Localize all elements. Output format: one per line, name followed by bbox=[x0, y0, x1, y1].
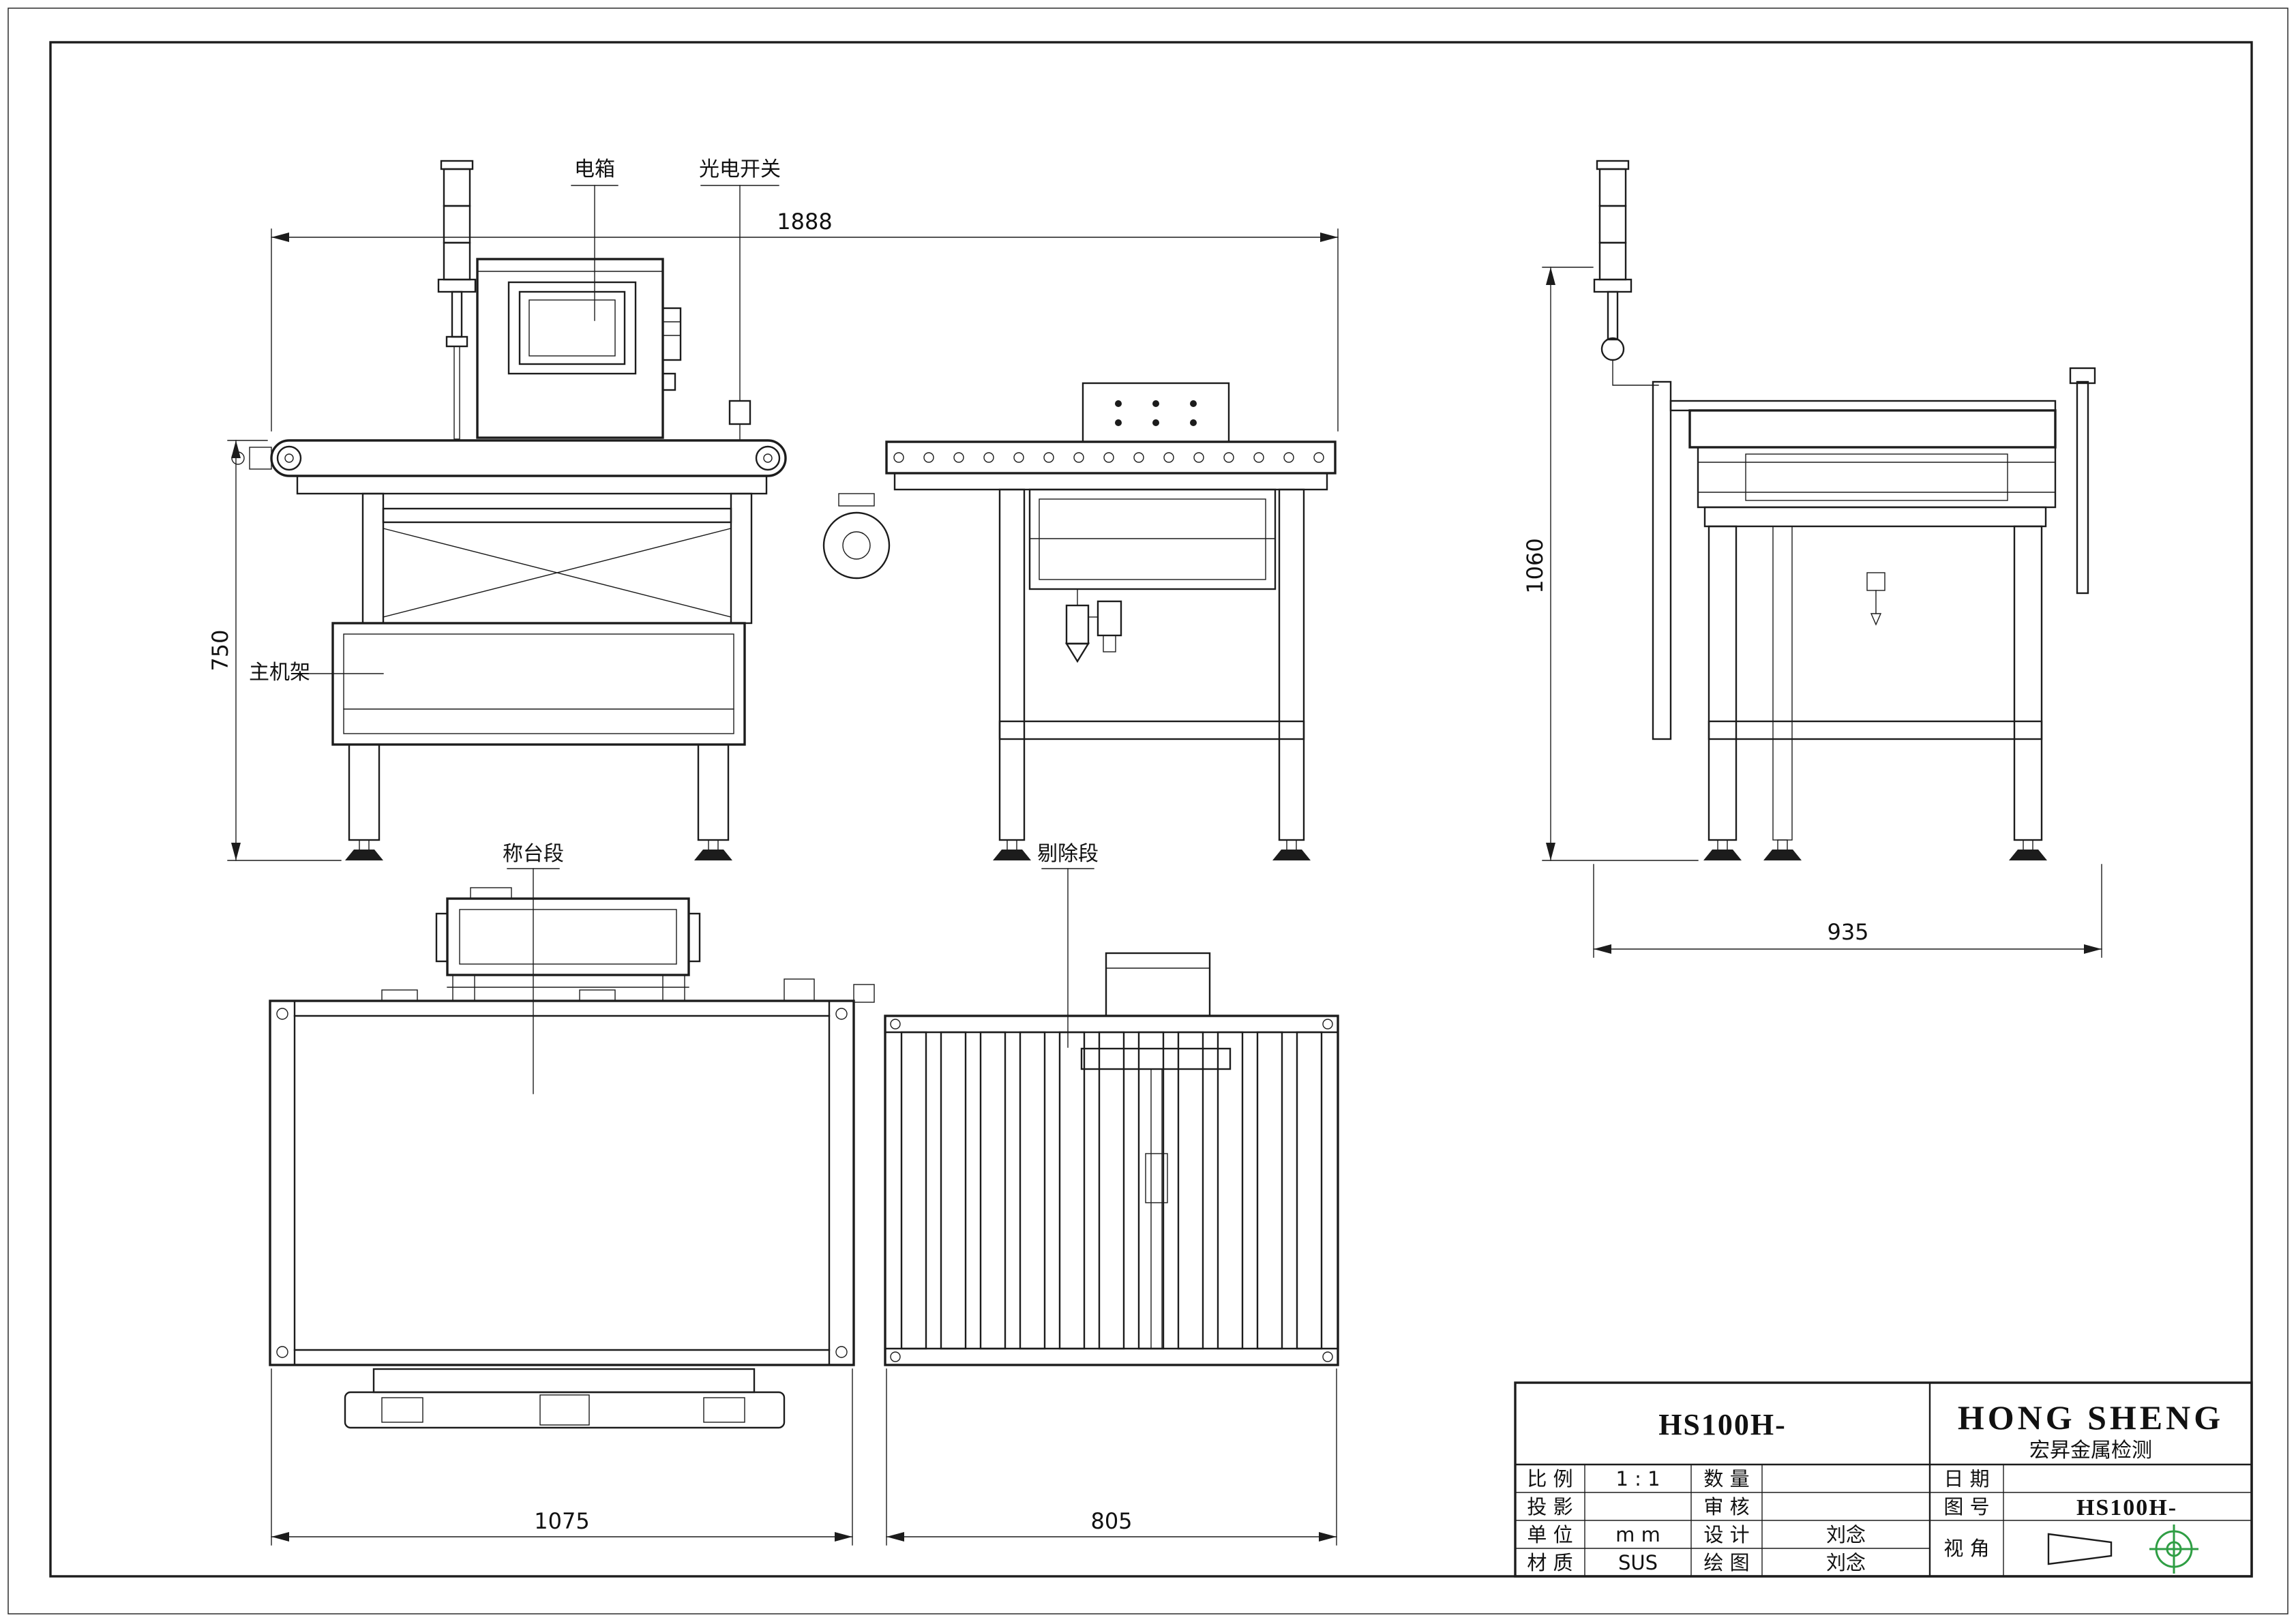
belt-top-view bbox=[269, 978, 875, 1366]
photo-switch-sensor bbox=[728, 400, 751, 425]
svg-text:750: 750 bbox=[207, 629, 233, 671]
foot-pad bbox=[1272, 850, 1311, 860]
weigh-platform-base bbox=[344, 1368, 786, 1429]
under-frame bbox=[361, 492, 753, 625]
display-bezel bbox=[507, 281, 637, 375]
scale-label: 比 例 bbox=[1527, 1467, 1572, 1490]
outer-border bbox=[8, 7, 2288, 1615]
side-view: 1060 935 bbox=[1522, 160, 2102, 958]
main-frame-label: 主机架 bbox=[249, 661, 310, 685]
company-name: HONG SHENG bbox=[1958, 1398, 2224, 1437]
projection-label: 投 影 bbox=[1527, 1495, 1572, 1518]
machine-legs bbox=[345, 743, 732, 860]
model-number: HS100H- bbox=[1658, 1408, 1787, 1441]
draw-value: 刘念 bbox=[1826, 1551, 1866, 1574]
draw-label: 绘 图 bbox=[1703, 1551, 1749, 1574]
top-view-reject: 剔除段 805 bbox=[884, 842, 1339, 1546]
pusher-box bbox=[1028, 488, 1277, 590]
foot-pad bbox=[2009, 850, 2047, 860]
projection-symbol-target bbox=[2149, 1525, 2198, 1574]
weigh-section-label: 称台段 bbox=[503, 842, 564, 866]
display-screen bbox=[528, 299, 616, 357]
dimension-overall-length: 1888 bbox=[271, 209, 1339, 432]
pusher-plate bbox=[1080, 1047, 1232, 1070]
company-name-cn: 宏昇金属检测 bbox=[2029, 1439, 2152, 1462]
svg-text:1888: 1888 bbox=[777, 209, 832, 235]
control-box bbox=[1082, 382, 1230, 443]
unit-label: 单 位 bbox=[1527, 1523, 1572, 1546]
drawing-no-value: HS100H- bbox=[2076, 1495, 2177, 1520]
front-view: 电箱 光电开关 bbox=[207, 157, 1339, 861]
svg-text:805: 805 bbox=[1090, 1508, 1132, 1534]
foot-pad bbox=[1703, 850, 1742, 860]
photo-switch-label: 光电开关 bbox=[699, 157, 781, 181]
material-label: 材 质 bbox=[1527, 1551, 1572, 1574]
head-top-view bbox=[435, 887, 701, 1002]
material-value: SUS bbox=[1618, 1551, 1658, 1574]
inner-border bbox=[49, 41, 2253, 1578]
review-label: 审 核 bbox=[1703, 1495, 1749, 1518]
date-label: 日 期 bbox=[1943, 1467, 1989, 1490]
rollers bbox=[900, 1031, 1323, 1350]
svg-text:1075: 1075 bbox=[534, 1508, 589, 1534]
sheet-borders bbox=[8, 7, 2288, 1615]
weigh-conveyor bbox=[231, 439, 787, 495]
sensor-pole bbox=[2076, 380, 2089, 595]
tower-light-icon bbox=[1593, 160, 1659, 386]
design-label: 设 计 bbox=[1703, 1523, 1749, 1546]
projection-symbol-cone bbox=[2047, 1533, 2113, 1565]
svg-text:1060: 1060 bbox=[1522, 538, 1548, 593]
pneumatic-unit bbox=[1064, 588, 1122, 663]
dimension-weigh-length: 1075 bbox=[271, 1368, 853, 1546]
tower-light-icon bbox=[437, 160, 477, 440]
svg-text:935: 935 bbox=[1827, 919, 1868, 945]
machine-side-body bbox=[1652, 367, 2096, 740]
design-value: 刘念 bbox=[1826, 1523, 1866, 1546]
foot-pad bbox=[345, 850, 383, 860]
foot-pad bbox=[993, 850, 1031, 860]
qty-label: 数 量 bbox=[1703, 1467, 1749, 1490]
valve bbox=[1866, 572, 1885, 591]
dimension-side-height: 1060 bbox=[1522, 267, 1699, 861]
dimension-reject-length: 805 bbox=[886, 1368, 1337, 1546]
main-cabinet bbox=[331, 622, 746, 746]
view-label: 视 角 bbox=[1943, 1537, 1989, 1560]
dimension-side-width: 935 bbox=[1593, 864, 2102, 958]
side-legs bbox=[1703, 525, 2047, 860]
reject-section-label: 剔除段 bbox=[1037, 842, 1099, 866]
control-box-top bbox=[1105, 952, 1211, 1017]
drawing-no-label: 图 号 bbox=[1943, 1495, 1989, 1518]
dimension-frame-height: 750 bbox=[207, 440, 342, 861]
foot-pad bbox=[1763, 850, 1802, 860]
electric-box-label: 电箱 bbox=[574, 157, 615, 181]
unit-value: m m bbox=[1615, 1523, 1660, 1546]
reject-table bbox=[885, 382, 1337, 860]
top-view-weigh: 称台段 1075 bbox=[269, 842, 875, 1546]
drive-unit bbox=[822, 493, 891, 580]
detector-head bbox=[476, 258, 682, 439]
scale-value: 1 : 1 bbox=[1615, 1467, 1660, 1490]
title-block: HS100H- HONG SHENG 宏昇金属检测 比 例 1 : 1 数 量 … bbox=[1514, 1381, 2253, 1578]
foot-pad bbox=[694, 850, 732, 860]
